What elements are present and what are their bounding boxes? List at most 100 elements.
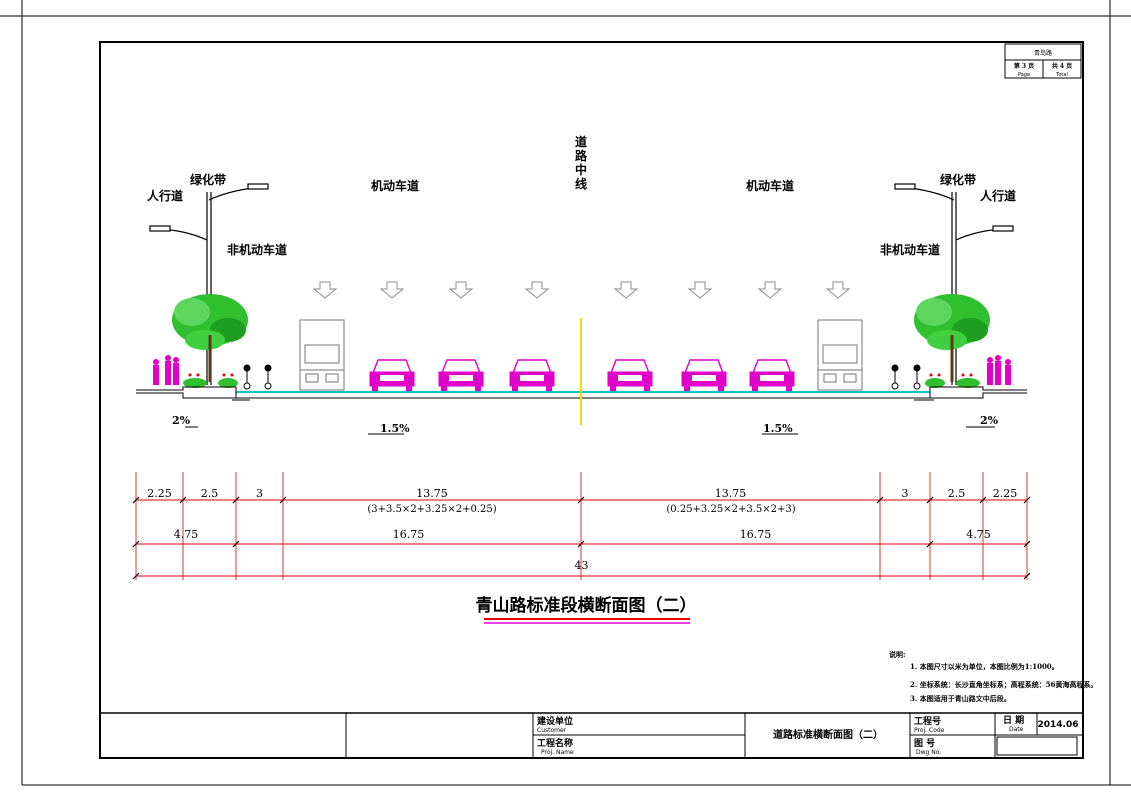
dimension-tick xyxy=(132,572,140,580)
label-nonmotor-left: 非机动车道 xyxy=(227,242,287,257)
dimension-label: 13.75 xyxy=(715,487,747,500)
title-block: 建设单位 Customer 工程名称 Proj. Name 道路标准横断面图（二… xyxy=(100,712,1083,758)
label-centerline: 道路中线 xyxy=(575,134,588,191)
code-label: 工程号 xyxy=(914,715,941,727)
shrubs-left xyxy=(183,373,238,388)
dimension-label: 2.25 xyxy=(147,487,172,500)
dimension-label: 2.25 xyxy=(993,487,1018,500)
date-label: 日 期 xyxy=(1003,714,1024,726)
note-3: 3. 本图适用于青山路文中后段。 xyxy=(910,694,1011,703)
label-sidewalk-left: 人行道 xyxy=(147,188,183,203)
slope-left-side: 2% xyxy=(172,414,191,427)
slope-right-main: 1.5% xyxy=(763,422,793,435)
lane-arrow-icon xyxy=(825,281,851,299)
customer-label: 建设单位 xyxy=(537,715,573,727)
note-2: 2. 坐标系统：长沙直角坐标系；高程系统：56黄海高程系。 xyxy=(910,680,1098,689)
street-light-left xyxy=(149,183,269,385)
dimension-tick xyxy=(179,496,187,504)
dimension-tick xyxy=(926,540,934,548)
total-pages: 共 4 页 xyxy=(1052,62,1072,70)
dimension-tick xyxy=(876,496,884,504)
dimension-label: 3 xyxy=(902,487,909,500)
shrubs-right xyxy=(925,373,980,388)
notes: 说明: 1. 本图尺寸以米为单位，本图比例为1:1000。 2. 坐标系统：长沙… xyxy=(889,650,1098,703)
dimension-label: 2.5 xyxy=(948,487,966,500)
dimension-tick xyxy=(979,496,987,504)
dimension-label: 4.75 xyxy=(174,528,199,541)
car xyxy=(681,359,727,391)
dimension-label: 16.75 xyxy=(393,528,425,541)
car xyxy=(369,359,415,391)
dimension-tick xyxy=(232,540,240,548)
drawing-no-en: Dwg No. xyxy=(916,749,941,756)
lane-arrow-icon xyxy=(613,281,639,299)
label-motor-right: 机动车道 xyxy=(746,178,794,193)
dimension-tick xyxy=(1023,572,1031,580)
road-surface xyxy=(136,386,1027,401)
dimension-sub-right: (0.25+3.25×2+3.5×2+3) xyxy=(666,504,795,515)
lane-arrow-icon xyxy=(687,281,713,299)
total-en: Total xyxy=(1055,72,1068,78)
dimension-label: 16.75 xyxy=(740,528,772,541)
note-1: 1. 本图尺寸以米为单位，本图比例为1:1000。 xyxy=(910,662,1059,671)
lane-arrow-icon xyxy=(524,281,550,299)
page-number: 第 3 页 xyxy=(1013,62,1034,70)
project-en: Proj. Name xyxy=(541,749,574,756)
car xyxy=(438,359,484,391)
dimension-tick xyxy=(577,496,585,504)
car xyxy=(509,359,555,391)
dimension-tick xyxy=(1023,540,1031,548)
lane-arrow-icon xyxy=(379,281,405,299)
dimension-label: 3 xyxy=(256,487,263,500)
slope-left-main: 1.5% xyxy=(380,422,410,435)
cars xyxy=(369,359,795,391)
tree-left xyxy=(172,294,248,382)
sheet-header-label: 青岛路 xyxy=(1034,49,1052,57)
cyclists-right xyxy=(891,364,921,390)
notes-heading: 说明: xyxy=(889,650,906,659)
dimension-label: 43 xyxy=(575,559,589,572)
pedestrians-right xyxy=(987,355,1011,385)
dimension-label: 4.75 xyxy=(966,528,991,541)
project-label: 工程名称 xyxy=(537,737,573,749)
slope-labels: 2% 1.5% 1.5% 2% xyxy=(172,414,999,435)
label-motor-left: 机动车道 xyxy=(371,178,419,193)
label-nonmotor-right: 非机动车道 xyxy=(880,242,940,257)
label-green-belt-right: 绿化带 xyxy=(940,172,976,187)
dimension-tick xyxy=(1023,496,1031,504)
dimension-tick xyxy=(926,496,934,504)
truck-right xyxy=(817,319,863,391)
date-en: Date xyxy=(1009,726,1024,733)
title-block-drawing-name: 道路标准横断面图（二） xyxy=(773,728,883,741)
dimension-tick xyxy=(232,496,240,504)
truck-left xyxy=(299,319,345,391)
lane-arrow-icon xyxy=(312,281,338,299)
dimension-tick xyxy=(132,496,140,504)
dimension-lines: 2.25 2.5 3 13.75 13.75 3 2.5 2.25 (3+3.5×2+3.25×… xyxy=(132,472,1031,580)
page-block: 青岛路 第 3 页 Page 共 4 页 Total xyxy=(1004,43,1082,79)
lane-labels: 人行道 绿化带 非机动车道 机动车道 机动车道 绿化带 人行道 非机动车道 道路… xyxy=(147,134,1016,257)
dimension-tick xyxy=(132,540,140,548)
car xyxy=(749,359,795,391)
customer-en: Customer xyxy=(537,727,567,734)
pedestrians-left xyxy=(153,355,179,385)
label-sidewalk-right: 人行道 xyxy=(980,188,1016,203)
label-green-belt-left: 绿化带 xyxy=(190,172,226,187)
sheet-border xyxy=(0,0,1131,786)
cyclists-left xyxy=(243,364,272,390)
dimension-sub-left: (3+3.5×2+3.25×2+0.25) xyxy=(367,504,496,515)
dimension-label: 13.75 xyxy=(416,487,448,500)
drawing-title-group: 青山路标准段横断面图（二） xyxy=(476,595,697,624)
lane-arrow-icon xyxy=(448,281,474,299)
dimension-label: 2.5 xyxy=(201,487,219,500)
street-light-right xyxy=(894,183,1014,385)
lane-arrows xyxy=(312,281,851,299)
lane-arrow-icon xyxy=(757,281,783,299)
dimension-tick xyxy=(577,540,585,548)
drawing-no-label: 图 号 xyxy=(914,738,935,749)
code-en: Proj. Code xyxy=(914,727,945,734)
drawing-title: 青山路标准段横断面图（二） xyxy=(476,595,697,616)
slope-right-side: 2% xyxy=(980,414,999,427)
